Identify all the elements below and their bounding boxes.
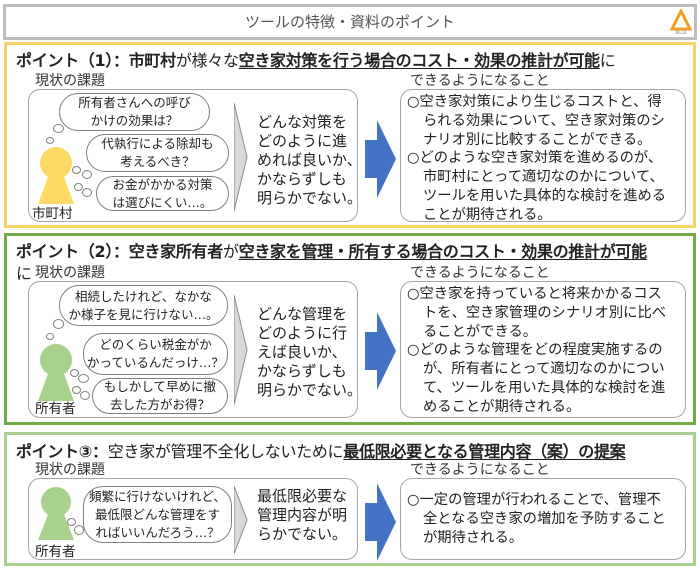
- result-item: ○空き家対策により生じるコストと、得 られる効果について、空き家対策のシ ナリオ…: [407, 94, 665, 148]
- thought-dot: [53, 124, 64, 133]
- result-item: ○空き家を持っていると将来かかるコス トを、空き家管理のシナリオ別に比べ ること…: [407, 286, 667, 340]
- right-arrow-icon: [365, 120, 396, 198]
- thought-dot: [67, 518, 76, 526]
- point-1-section: [4, 42, 696, 228]
- person-icon: [38, 344, 74, 401]
- result-box: [400, 89, 686, 222]
- title-bar: ツールの特徴・資料のポイント BILLB: [3, 4, 697, 40]
- actor-label: 市町村: [32, 206, 73, 222]
- issue-label: 現状の課題: [35, 73, 105, 89]
- point-1-heading: ポイント（1）：市町村が様々な空き家対策を行う場合のコスト・効果の推計が可能に: [16, 51, 616, 70]
- thought-bubble: 頻繁に行けないけれど、 最低限どんな管理をす ればいいんだろう…？: [83, 486, 232, 543]
- right-arrow-icon: [365, 483, 396, 561]
- svg-text:BILLB: BILLB: [675, 30, 686, 35]
- result-label: できるようになること: [410, 265, 550, 281]
- point-3-section: [4, 432, 696, 566]
- thought-dot: [74, 525, 84, 535]
- actor-label: 所有者: [35, 401, 76, 417]
- chevron-arrow-icon: [234, 103, 248, 211]
- issue-label: 現状の課題: [35, 265, 105, 281]
- result-item: ○どのような管理をどの程度実施するの が、所有者にとって適切なのかについ て、ツ…: [407, 342, 666, 415]
- result-list: ○一定の管理が行われることで、管理不 全となる空き家の増加を予防すること が期待…: [407, 491, 687, 547]
- thought-dot: [46, 137, 54, 144]
- result-list: ○空き家対策により生じるコストと、得 られる効果について、空き家対策のシ ナリオ…: [407, 93, 687, 225]
- logo-icon: BILLB: [670, 9, 692, 35]
- thought-dot: [74, 183, 83, 191]
- thought-dot: [82, 188, 92, 197]
- thought-dot: [82, 170, 92, 179]
- actor-label: 所有者: [35, 544, 76, 560]
- thought-dot: [78, 374, 89, 383]
- thought-dot: [70, 369, 79, 377]
- right-arrow-icon: [365, 312, 396, 390]
- thought-bubble: もしかして早めに撤 去した方がお得？: [92, 378, 228, 414]
- point-2-heading: ポイント（2）：空き家所有者が空き家を管理・所有する場合のコスト・効果の推計が可…: [16, 242, 647, 261]
- point-3-heading: ポイント③：空き家が管理不全化しないために最低限必要となる管理内容（案）の提案: [16, 442, 626, 461]
- problem-text: どんな対策を どのように進 めれば良いか、 かならずしも 明らかでない。: [257, 113, 363, 207]
- result-item: ○どのような空き家対策を進めるのが、 市町村にとって適切なのかについて、 ツール…: [407, 150, 667, 223]
- point-2-heading-end: に: [16, 264, 32, 283]
- thought-dot: [80, 391, 90, 400]
- result-label: できるようになること: [410, 73, 550, 89]
- thought-dot: [72, 166, 81, 174]
- result-list: ○空き家を持っていると将来かかるコス トを、空き家管理のシナリオ別に比べ ること…: [407, 285, 687, 417]
- person-icon: [38, 147, 74, 204]
- result-box: [400, 281, 686, 418]
- page-title: ツールの特徴・資料のポイント: [244, 13, 455, 31]
- thought-dot: [53, 319, 64, 329]
- problem-text: どんな管理を どのように行 えば良いか、 かならずしも 明らかでない。: [257, 305, 363, 399]
- chevron-arrow-icon: [234, 295, 248, 405]
- issue-label: 現状の課題: [35, 462, 105, 478]
- result-label: できるようになること: [410, 462, 550, 478]
- thought-bubble: お金がかかる対策 は選びにくい…。: [96, 176, 229, 211]
- problem-text: 最低限必要な 管理内容が明 らかでない。: [257, 487, 348, 543]
- thought-dot: [46, 333, 54, 340]
- thought-bubble: 所有者さんへの呼び かけの効果は？: [59, 93, 210, 131]
- result-item: ○一定の管理が行われることで、管理不 全となる空き家の増加を予防すること が期待…: [407, 492, 666, 546]
- result-box: [400, 478, 686, 560]
- thought-bubble: 相続したけれど、なかな か様子を見に行けない…。: [59, 285, 228, 326]
- chevron-arrow-icon: [234, 486, 248, 554]
- thought-bubble: 代執行による除却も 考えるべき？: [86, 134, 229, 172]
- thought-dot: [72, 386, 81, 394]
- thought-bubble: どのくらい税金がか かっているんだっけ…？: [83, 333, 228, 375]
- point-2-section: [4, 233, 696, 425]
- person-icon: [38, 487, 74, 540]
